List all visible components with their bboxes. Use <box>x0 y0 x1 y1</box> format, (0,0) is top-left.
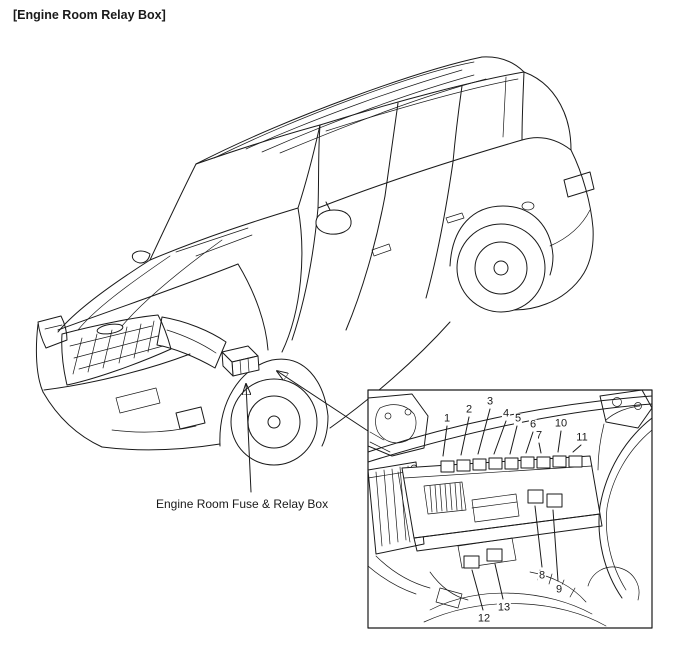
grille <box>61 314 172 386</box>
engine-bay-detail <box>368 390 652 627</box>
page-title: [Engine Room Relay Box] <box>13 8 166 22</box>
callout-leader-lines <box>442 408 582 611</box>
fender-edge <box>587 417 652 601</box>
wheels <box>219 205 554 466</box>
strut-tower <box>368 393 429 457</box>
mount-bracket <box>597 390 652 471</box>
inset-leader-arrow <box>277 371 369 432</box>
windshield <box>149 124 321 261</box>
fusebox-marker <box>221 345 260 377</box>
door-handle <box>445 212 465 224</box>
relay-row-top <box>440 455 583 473</box>
rear-body <box>513 71 595 311</box>
fusebox-caption: Engine Room Fuse & Relay Box <box>156 497 329 511</box>
hoses <box>368 555 607 627</box>
relay-pair-lower <box>457 537 517 569</box>
relay-row-second <box>527 489 563 508</box>
front-bumper <box>35 323 221 451</box>
tail-lamp <box>563 171 595 198</box>
side-body <box>131 71 525 341</box>
fusebox-detail <box>397 455 603 569</box>
far-mirror <box>131 250 151 264</box>
caption-arrow <box>246 384 252 493</box>
brand-badge <box>96 323 124 335</box>
fuse-hatch-bank <box>423 481 520 523</box>
vehicle-drawing <box>35 56 595 493</box>
headlamps <box>37 315 227 369</box>
hood <box>57 207 303 353</box>
side-mirror <box>315 209 352 235</box>
roof <box>195 56 525 165</box>
fuel-door <box>521 201 535 211</box>
door-handle <box>371 243 392 257</box>
fog-lamp <box>175 406 206 430</box>
